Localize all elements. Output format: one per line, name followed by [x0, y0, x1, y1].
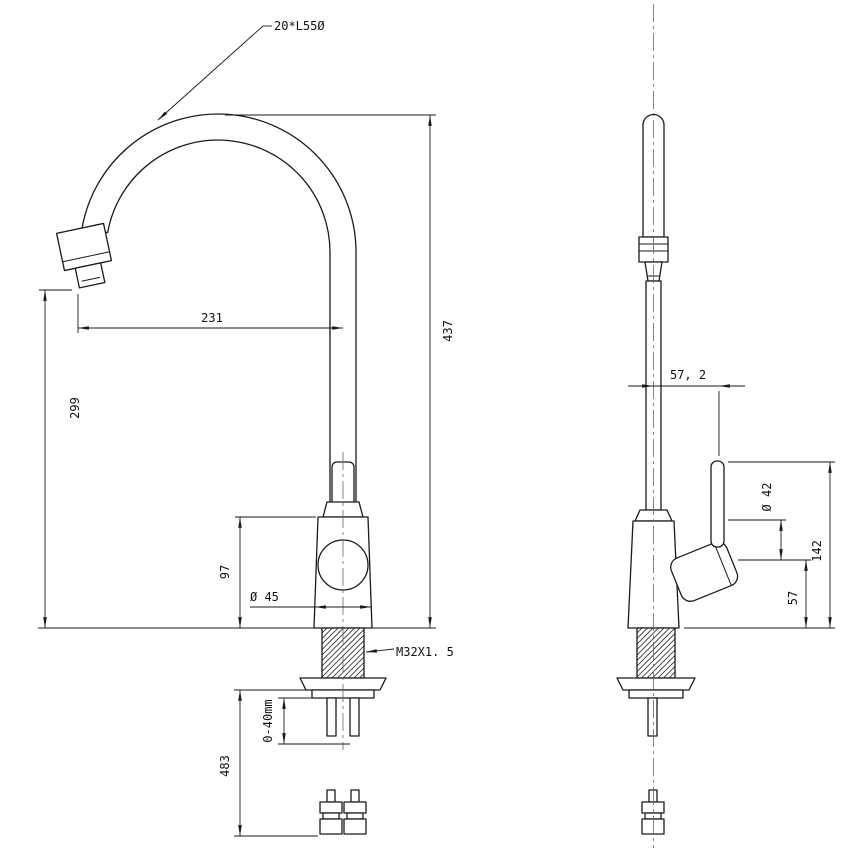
arrowhead	[804, 560, 808, 571]
dimensions-right: 57, 2 Ø 42 142 57	[628, 368, 835, 629]
spout-top-front	[642, 113, 665, 238]
dim-body-height: 97	[218, 516, 316, 628]
dim-body-diameter: Ø 45	[250, 590, 371, 609]
dim-hose-length: 483	[218, 689, 318, 837]
arrowhead	[719, 384, 730, 388]
arrowhead	[332, 326, 343, 330]
supply-fittings-side	[319, 789, 367, 835]
handle-base-front	[670, 541, 739, 602]
spray-head	[55, 222, 113, 272]
flange-plate-front	[628, 689, 684, 699]
handle-lever-front	[710, 460, 725, 548]
base-height-label: 57	[786, 591, 800, 605]
dim-reach: 231	[77, 294, 343, 333]
arrowhead	[642, 384, 653, 388]
dim-thread-spec: M32X1. 5	[365, 645, 454, 659]
arrowhead	[282, 733, 286, 744]
arrowhead	[779, 549, 783, 560]
arrowhead	[238, 825, 242, 836]
spray-head-joint-line	[62, 251, 111, 263]
arrowhead	[428, 115, 432, 126]
dim-handle-offset: 57, 2	[628, 368, 745, 456]
arrowhead	[158, 111, 168, 120]
arrowhead	[828, 617, 832, 628]
arrowhead	[238, 690, 242, 701]
arrowhead	[779, 520, 783, 531]
body-height-label: 97	[218, 565, 232, 579]
spout-spec-label: 20*L55Ø	[274, 19, 325, 33]
mount-stud-left	[326, 697, 337, 737]
dim-handle-height: 142	[684, 461, 835, 629]
aerator-tip-side	[74, 262, 106, 289]
dim-deck-thickness: 0-40mm	[261, 697, 350, 745]
arrowhead	[238, 517, 242, 528]
arrowhead	[360, 605, 371, 609]
mount-stud-right	[349, 697, 360, 737]
dimensions-left: 20*L55Ø 231 299 437 97	[38, 19, 455, 837]
arrowhead	[828, 462, 832, 473]
arrowhead	[282, 698, 286, 709]
arrowhead	[43, 290, 47, 301]
hose-length-label: 483	[218, 755, 232, 777]
spout-tube	[81, 113, 357, 518]
dim-spout-spec: 20*L55Ø	[157, 19, 325, 121]
leader-line	[157, 25, 264, 121]
arrowhead	[804, 617, 808, 628]
left-view	[55, 113, 387, 835]
arrowhead	[43, 617, 47, 628]
faucet-body-front	[627, 520, 680, 629]
dim-total-height: 437	[225, 114, 455, 628]
body-diameter-label: Ø 45	[250, 590, 279, 604]
thread-spec-label: M32X1. 5	[396, 645, 454, 659]
dim-base-diameter: Ø 42	[728, 483, 811, 561]
mount-flange-front	[616, 677, 696, 691]
arrowhead	[78, 326, 89, 330]
spout-head	[55, 222, 113, 289]
total-height-label: 437	[441, 320, 455, 342]
arrowhead	[428, 617, 432, 628]
handle-base-cap-line	[713, 542, 732, 587]
mount-stud-front	[647, 697, 658, 737]
right-view	[616, 4, 739, 848]
handle-offset-label: 57, 2	[670, 368, 706, 382]
arrowhead	[315, 605, 326, 609]
outlet-height-label: 299	[68, 397, 82, 419]
deck-thickness-label: 0-40mm	[261, 699, 275, 742]
supply-fitting-front	[641, 789, 665, 835]
reach-label: 231	[201, 311, 223, 325]
base-diameter-label: Ø 42	[760, 483, 774, 512]
dim-base-height: 57	[786, 560, 808, 628]
handle-height-label: 142	[810, 540, 824, 562]
dim-outlet-height: 299	[39, 289, 82, 628]
arrowhead	[366, 649, 377, 653]
aerator-line	[81, 276, 101, 282]
arrowhead	[238, 617, 242, 628]
